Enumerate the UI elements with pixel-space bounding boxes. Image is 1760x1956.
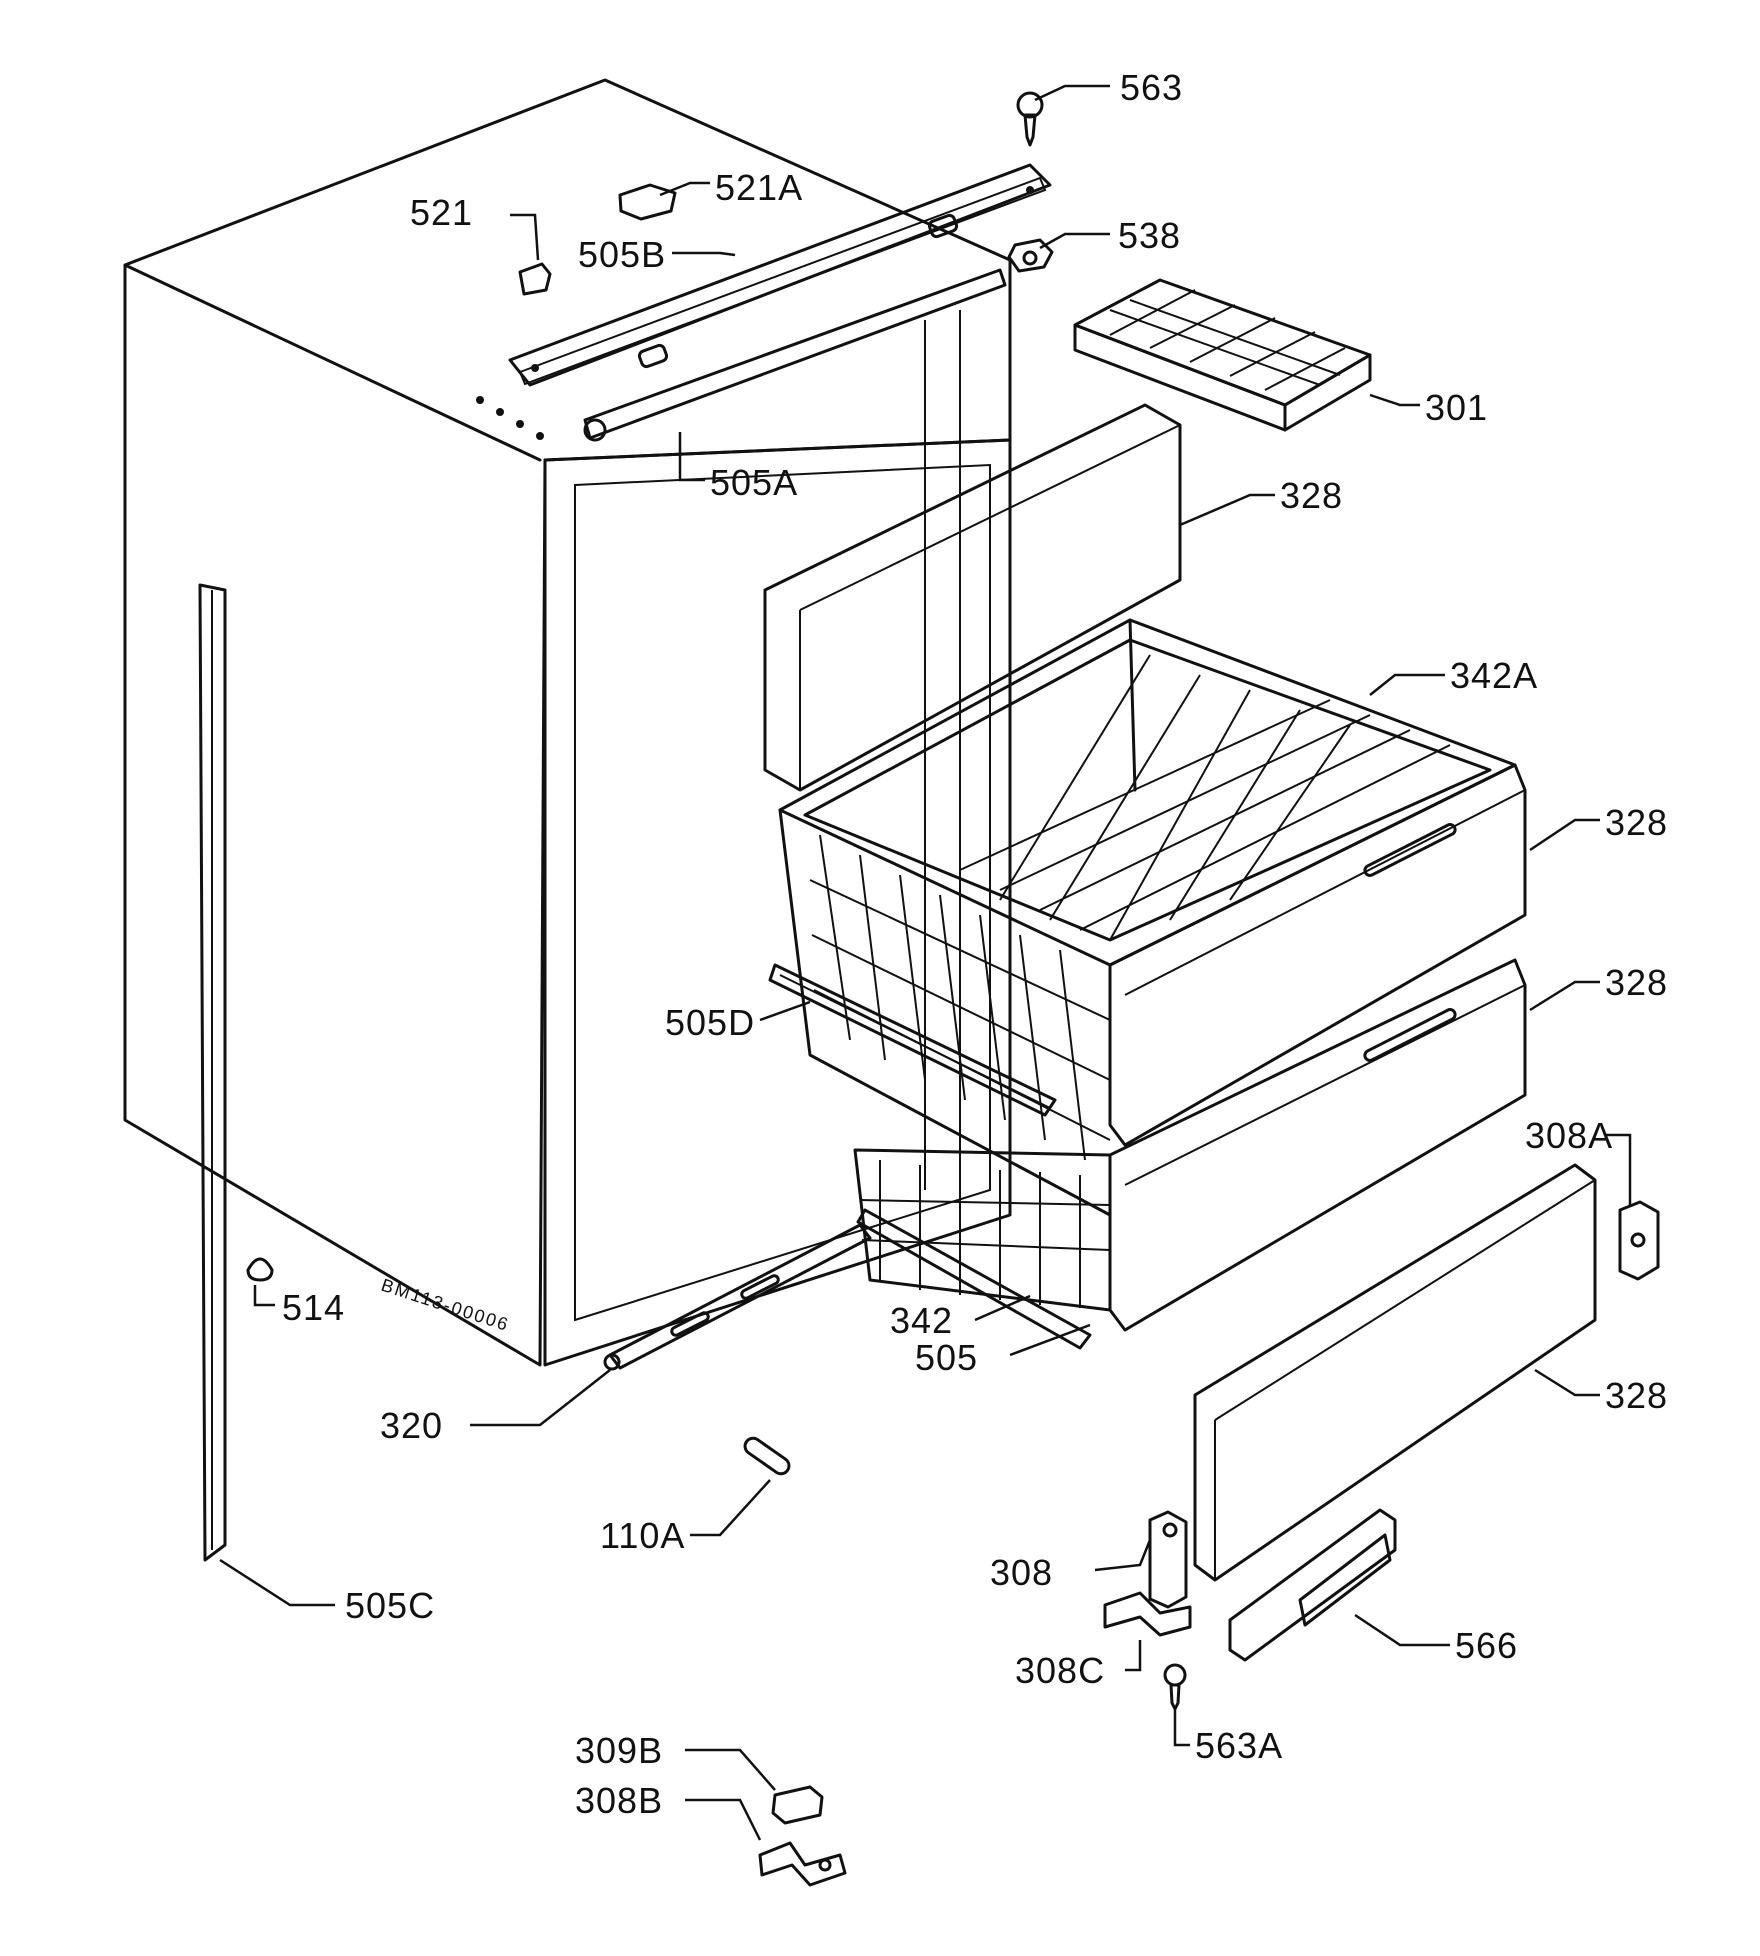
callout-521a: 521A xyxy=(715,167,804,208)
hinge-pin-538 xyxy=(1007,238,1054,273)
top-rail xyxy=(508,163,1052,387)
top-seal-rail xyxy=(583,268,1007,442)
callout-514: 514 xyxy=(282,1287,346,1328)
callout-301: 301 xyxy=(1425,387,1489,428)
wire-basket-upper xyxy=(778,618,1517,1217)
callout-328-middle-2: 328 xyxy=(1605,962,1669,1003)
cap-521 xyxy=(518,262,552,296)
pin-110a xyxy=(743,1436,791,1476)
drawer-front-top xyxy=(763,403,1182,792)
callout-563a: 563A xyxy=(1195,1725,1284,1766)
callout-320: 320 xyxy=(380,1405,444,1446)
foot-514 xyxy=(246,1257,274,1282)
drawer-front-lower xyxy=(1193,1163,1597,1582)
callout-308: 308 xyxy=(990,1552,1054,1593)
callout-505: 505 xyxy=(915,1337,979,1378)
callout-328-top: 328 xyxy=(1280,475,1344,516)
screw-563a xyxy=(1163,1663,1187,1711)
screw-563 xyxy=(1016,91,1044,147)
callout-566: 566 xyxy=(1455,1625,1519,1666)
cap-521a xyxy=(618,183,677,221)
ice-tray xyxy=(1073,278,1372,432)
cap-309b xyxy=(771,1785,824,1825)
callout-328-middle-1: 328 xyxy=(1605,802,1669,843)
callout-505c: 505C xyxy=(345,1585,436,1626)
callout-505d: 505D xyxy=(665,1002,756,1043)
rail-505d xyxy=(768,963,1057,1117)
callout-308c: 308C xyxy=(1015,1650,1106,1691)
bracket-308c xyxy=(1103,1591,1192,1637)
callout-563: 563 xyxy=(1120,67,1184,108)
callout-521: 521 xyxy=(410,192,474,233)
rail-505 xyxy=(856,1208,1092,1350)
callout-342: 342 xyxy=(890,1300,954,1341)
model-stamp: BM113-00006 xyxy=(379,1275,512,1335)
cabinet-body: BM113-00006 xyxy=(123,78,1012,1367)
door-gasket-505c xyxy=(198,583,227,1562)
callout-110a: 110A xyxy=(600,1515,686,1556)
callout-538: 538 xyxy=(1118,215,1182,256)
callout-328-lower: 328 xyxy=(1605,1375,1669,1416)
handle-566 xyxy=(1228,1508,1397,1662)
callout-505a: 505A xyxy=(710,462,799,503)
hinge-308a xyxy=(1618,1200,1660,1281)
callout-505b: 505B xyxy=(578,234,667,275)
callout-308a: 308A xyxy=(1525,1115,1614,1156)
callout-342a: 342A xyxy=(1450,655,1539,696)
callout-308b: 308B xyxy=(575,1780,664,1821)
drawer-front-middle-2 xyxy=(1108,958,1527,1332)
slide-rail-320 xyxy=(603,1223,872,1371)
wire-basket-lower xyxy=(853,1148,1112,1312)
bracket-308b xyxy=(758,1841,847,1887)
leader-lines xyxy=(219,84,1632,1841)
hinge-308 xyxy=(1148,1510,1188,1609)
callout-309b: 309B xyxy=(575,1730,664,1771)
drawer-front-middle-1 xyxy=(1108,763,1527,1147)
